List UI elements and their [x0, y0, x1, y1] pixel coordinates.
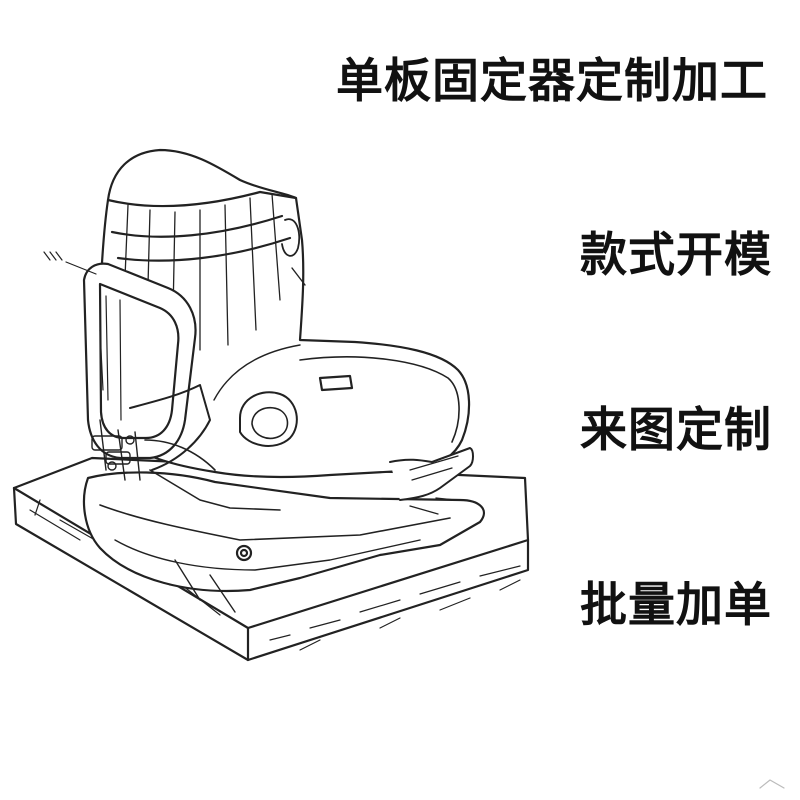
feature-custom-mold: 款式开模 — [580, 228, 772, 283]
binding-baseplate — [82, 471, 485, 613]
binding-toe-strap — [389, 447, 474, 515]
boot-drawing — [96, 148, 471, 479]
feature-bulk-order: 批量加单 — [580, 578, 772, 633]
feature-custom-from-drawing: 来图定制 — [580, 403, 772, 458]
headline: 单板固定器定制加工 — [336, 54, 768, 109]
binding-ankle-strap — [129, 384, 281, 511]
